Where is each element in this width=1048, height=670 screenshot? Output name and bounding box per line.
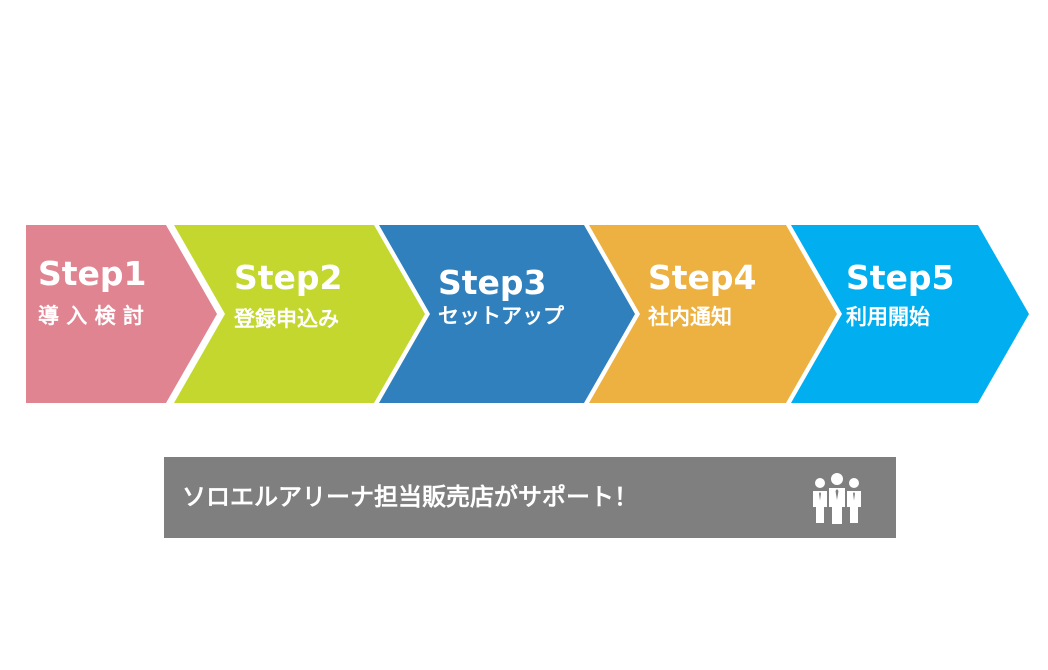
step4-arrow [589,225,837,403]
step3-title: Step3 [438,263,547,302]
step3-subtitle: セットアップ [438,304,565,328]
step1-arrow [26,225,217,403]
step5-title: Step5 [846,258,955,297]
step4-title: Step4 [648,258,757,297]
step5-arrow [791,225,1029,403]
step2-subtitle: 登録申込み [233,307,339,331]
people-group-icon [813,473,861,524]
step3-arrow [379,225,635,403]
step2-title: Step2 [234,258,343,297]
support-message: ソロエルアリーナ担当販売店がサポート！ [182,483,638,511]
step1-subtitle: 導 入 検 討 [38,304,144,328]
step2-arrow [174,225,425,403]
step1-title: Step1 [38,254,147,293]
support-banner: ソロエルアリーナ担当販売店がサポート！ [164,457,896,538]
step4-subtitle: 社内通知 [647,305,732,329]
step5-subtitle: 利用開始 [846,305,930,329]
